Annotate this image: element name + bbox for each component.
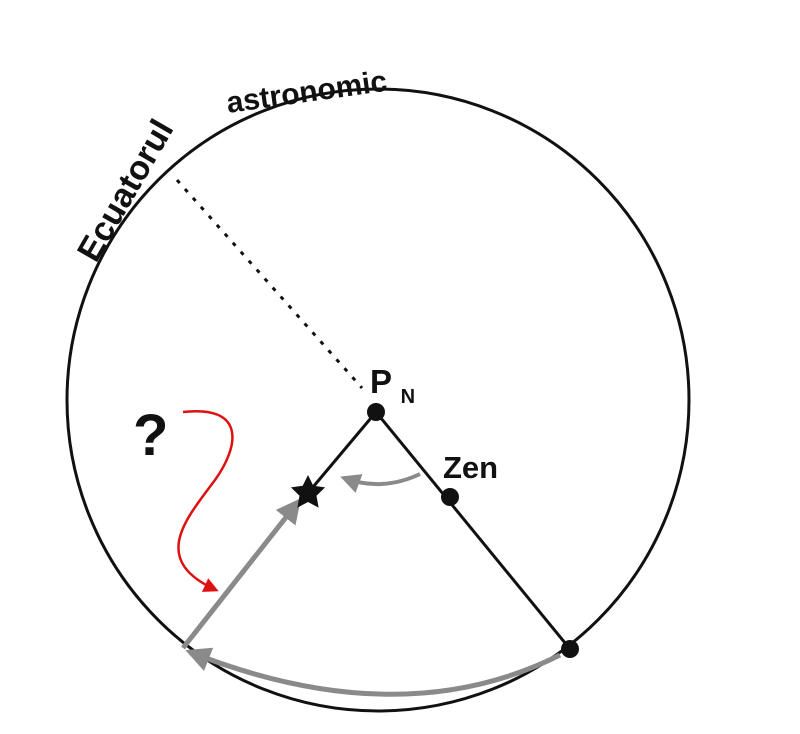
pole-label: P N xyxy=(370,363,415,408)
equator-label-word1: Ecuatorul xyxy=(70,113,181,268)
question-arrow xyxy=(177,409,234,592)
horizon-point xyxy=(561,640,579,658)
question-mark: ? xyxy=(133,403,168,468)
pole-to-star-line xyxy=(306,411,378,494)
pole-label-subscript: N xyxy=(401,386,415,408)
altitude-arrow xyxy=(181,498,302,650)
horizon-arc-arrow xyxy=(185,647,562,697)
hour-angle-arc xyxy=(340,472,421,493)
zenith-point xyxy=(441,488,459,506)
pole-label-main: P xyxy=(370,363,391,400)
equator-dotted-line xyxy=(175,179,364,389)
pole-to-horizon-line xyxy=(374,411,572,650)
celestial-sphere-circle xyxy=(65,87,691,713)
zenith-label: Zen xyxy=(443,450,498,485)
equator-label-word2: astronomic xyxy=(224,65,389,120)
star-icon xyxy=(290,475,326,508)
north-pole-point xyxy=(367,403,385,421)
